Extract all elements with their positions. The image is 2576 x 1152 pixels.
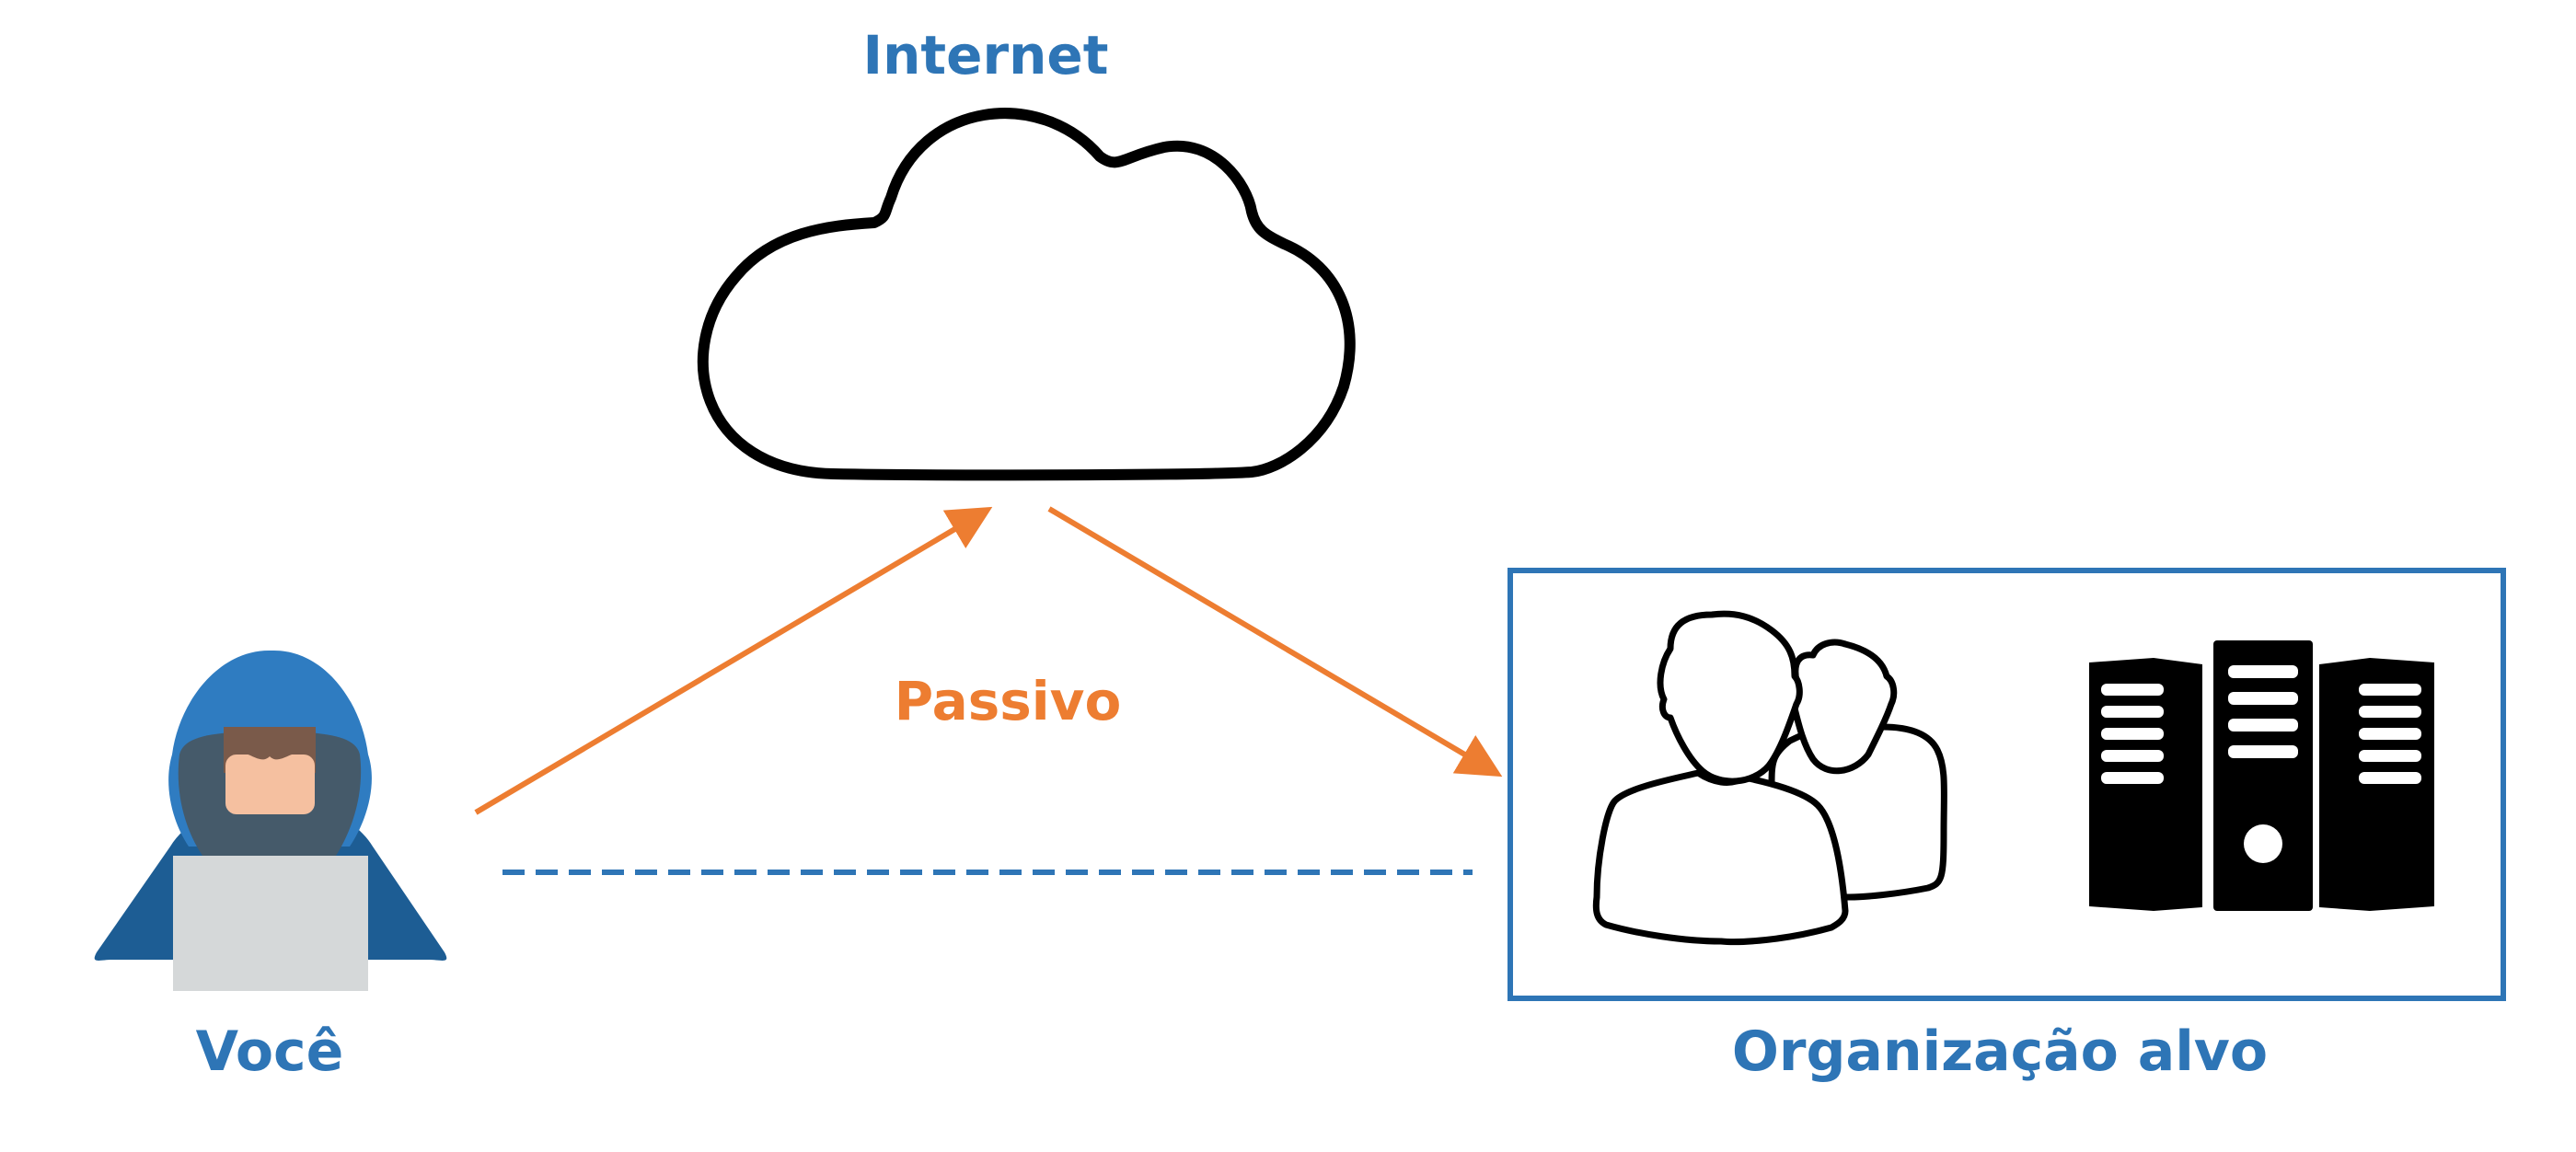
target-organization-label: Organização alvo — [1731, 1020, 2269, 1084]
cloud-icon — [697, 108, 1356, 481]
arrow-to-organization — [1047, 506, 1503, 778]
you-label: Você — [195, 1020, 344, 1084]
hacker-icon — [94, 650, 447, 991]
passive-label: Passivo — [894, 670, 1122, 732]
user-front-icon — [1592, 610, 1849, 946]
internet-label: Internet — [862, 24, 1109, 86]
arrow-to-internet — [474, 506, 993, 815]
users-icon — [1592, 610, 1947, 946]
target-organization-box — [1507, 568, 2506, 1001]
server-icon — [2089, 640, 2434, 911]
